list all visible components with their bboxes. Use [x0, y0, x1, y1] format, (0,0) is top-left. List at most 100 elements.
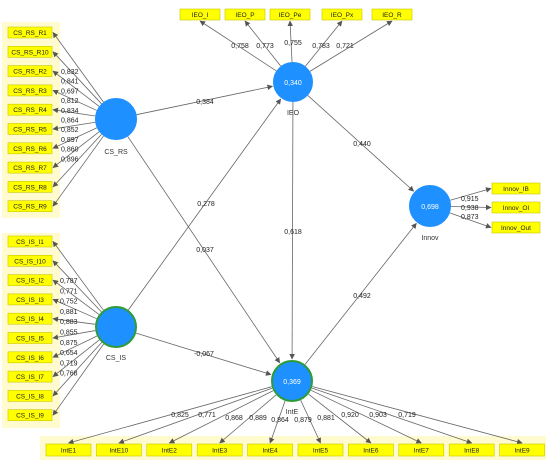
indicator-cs-rs-1[interactable]: CS_RS_R1 [7, 26, 53, 39]
construct-ieo-circle[interactable] [273, 62, 313, 102]
indicator-inte-7[interactable]: IntE6 [348, 443, 394, 457]
construct-cs-is[interactable]: CS_IS [95, 306, 137, 362]
indicator-cs-rs-2[interactable]: CS_RS_R10 [7, 45, 53, 58]
indicator-ieo-2-box[interactable] [224, 8, 266, 21]
indicator-cs-is-7-box[interactable] [7, 351, 53, 364]
indicator-cs-rs-3-box[interactable] [7, 65, 53, 77]
indicator-inte-7-box[interactable] [348, 443, 394, 457]
indicator-cs-rs-8[interactable]: CS_RS_R7 [7, 161, 53, 174]
indicator-cs-is-2[interactable]: CS_IS_I10 [7, 255, 53, 267]
indicator-ieo-4-box[interactable] [321, 8, 363, 21]
indicator-cs-is-8-box[interactable] [7, 370, 53, 383]
indicator-cs-is-5-box[interactable] [7, 312, 53, 325]
indicator-ieo-1-box[interactable] [179, 8, 221, 21]
loading-inte-9: 0,903 [369, 412, 387, 419]
indicator-cs-is-10[interactable]: CS_IS_I9 [7, 409, 53, 422]
indicator-inte-10-label: IntE9 [515, 448, 531, 455]
indicator-ieo-3-box[interactable] [269, 8, 311, 21]
indicator-cs-rs-7[interactable]: CS_RS_R6 [7, 142, 53, 155]
indicator-inte-2[interactable]: IntE10 [96, 443, 142, 457]
construct-cs-rs[interactable]: CS_RS [95, 98, 137, 156]
indicator-cs-rs-3-label: CS_RS_R2 [13, 69, 47, 76]
indicator-cs-is-7[interactable]: CS_IS_I6 [7, 351, 53, 364]
indicator-cs-is-1[interactable]: CS_IS_I1 [7, 235, 53, 248]
indicator-cs-rs-7-box[interactable] [7, 142, 53, 155]
indicator-cs-is-3[interactable]: CS_IS_I2 [7, 274, 53, 286]
indicator-cs-rs-5[interactable]: CS_RS_R4 [7, 103, 53, 116]
indicator-cs-rs-3[interactable]: CS_RS_R2 [7, 65, 53, 77]
indicator-ieo-3[interactable]: IEO_Pe [269, 8, 311, 21]
indicator-ieo-4[interactable]: IEO_Px [321, 8, 363, 21]
indicator-cs-rs-6-box[interactable] [7, 123, 53, 135]
indicator-cs-rs-5-box[interactable] [7, 103, 53, 116]
indicator-innov-1[interactable]: Innov_IB [491, 182, 541, 195]
indicator-cs-rs-4-label: CS_RS_R3 [13, 88, 47, 95]
construct-innov-circle[interactable] [409, 185, 451, 227]
indicator-cs-rs-2-box[interactable] [7, 45, 53, 58]
indicator-cs-is-1-box[interactable] [7, 235, 53, 248]
indicator-ieo-2[interactable]: IEO_P [224, 8, 266, 21]
path-cs-rs-inte-line [127, 136, 281, 364]
indicator-inte-5-box[interactable] [247, 443, 293, 457]
indicator-ieo-5[interactable]: IEO_R [371, 8, 413, 21]
indicator-cs-rs-9-box[interactable] [7, 181, 53, 193]
indicator-cs-rs-7-label: CS_RS_R6 [13, 146, 47, 153]
indicator-cs-is-5[interactable]: CS_IS_I4 [7, 312, 53, 325]
construct-cs-is-circle[interactable] [95, 306, 137, 348]
indicator-inte-3-box[interactable] [146, 443, 193, 457]
indicator-inte-9[interactable]: IntE8 [448, 443, 495, 457]
indicator-inte-1-box[interactable] [45, 443, 92, 457]
indicator-inte-9-box[interactable] [448, 443, 495, 457]
indicator-cs-is-9-label: CS_IS_I8 [16, 393, 44, 400]
indicator-cs-rs-9[interactable]: CS_RS_R8 [7, 181, 53, 193]
indicator-inte-10-box[interactable] [499, 443, 545, 457]
loading-cs-rs-8: 0,852 [61, 127, 79, 134]
indicator-inte-6-box[interactable] [297, 443, 344, 457]
indicator-ieo-5-box[interactable] [371, 8, 413, 21]
indicator-cs-is-7-label: CS_IS_I6 [16, 355, 44, 362]
construct-cs-rs-circle[interactable] [95, 98, 137, 140]
indicator-cs-rs-8-box[interactable] [7, 161, 53, 174]
indicator-ieo-1[interactable]: IEO_I [179, 8, 221, 21]
indicator-cs-is-9-box[interactable] [7, 390, 53, 402]
indicator-innov-1-label: Innov_IB [503, 186, 529, 193]
indicator-cs-is-8[interactable]: CS_IS_I7 [7, 370, 53, 383]
loading-innov-3: 0,873 [461, 214, 479, 221]
indicator-innov-1-box[interactable] [491, 182, 541, 195]
loading-cs-rs-10-line [52, 135, 104, 207]
indicator-cs-rs-1-box[interactable] [7, 26, 53, 39]
indicator-innov-3-box[interactable] [491, 221, 541, 234]
construct-innov[interactable]: 0,698 Innov [409, 185, 451, 242]
indicator-inte-2-box[interactable] [96, 443, 142, 457]
indicator-cs-rs-10[interactable]: CS_RS_R9 [7, 200, 53, 212]
indicator-cs-is-4[interactable]: CS_IS_I3 [7, 293, 53, 306]
indicator-inte-1[interactable]: IntE1 [45, 443, 92, 457]
loading-innov-1: 0,915 [461, 196, 479, 203]
indicator-cs-is-2-box[interactable] [7, 255, 53, 267]
indicator-innov-2-box[interactable] [491, 201, 541, 214]
indicator-cs-rs-6[interactable]: CS_RS_R5 [7, 123, 53, 135]
indicator-inte-4[interactable]: IntE3 [196, 443, 243, 457]
construct-inte[interactable]: 0,369 IntE [271, 360, 313, 416]
indicator-cs-is-6-box[interactable] [7, 332, 53, 344]
indicator-cs-is-9[interactable]: CS_IS_I8 [7, 390, 53, 402]
indicator-inte-10[interactable]: IntE9 [499, 443, 545, 457]
indicator-inte-8-box[interactable] [398, 443, 445, 457]
indicator-cs-rs-4[interactable]: CS_RS_R3 [7, 84, 53, 97]
indicator-boxes: CS_RS_R1CS_RS_R10CS_RS_R2CS_RS_R3CS_RS_R… [7, 8, 545, 457]
indicator-cs-is-6[interactable]: CS_IS_I5 [7, 332, 53, 344]
indicator-inte-8[interactable]: IntE7 [398, 443, 445, 457]
indicator-cs-is-10-box[interactable] [7, 409, 53, 422]
indicator-inte-6[interactable]: IntE5 [297, 443, 344, 457]
construct-inte-circle[interactable] [271, 360, 313, 402]
construct-ieo[interactable]: 0,340 IEO [273, 62, 313, 117]
indicator-innov-2[interactable]: Innov_OI [491, 201, 541, 214]
indicator-cs-rs-10-box[interactable] [7, 200, 53, 212]
indicator-inte-5[interactable]: IntE4 [247, 443, 293, 457]
indicator-inte-3[interactable]: IntE2 [146, 443, 193, 457]
indicator-cs-rs-4-box[interactable] [7, 84, 53, 97]
indicator-inte-4-box[interactable] [196, 443, 243, 457]
indicator-innov-3[interactable]: Innov_Out [491, 221, 541, 234]
indicator-cs-is-4-box[interactable] [7, 293, 53, 306]
indicator-cs-is-3-box[interactable] [7, 274, 53, 286]
